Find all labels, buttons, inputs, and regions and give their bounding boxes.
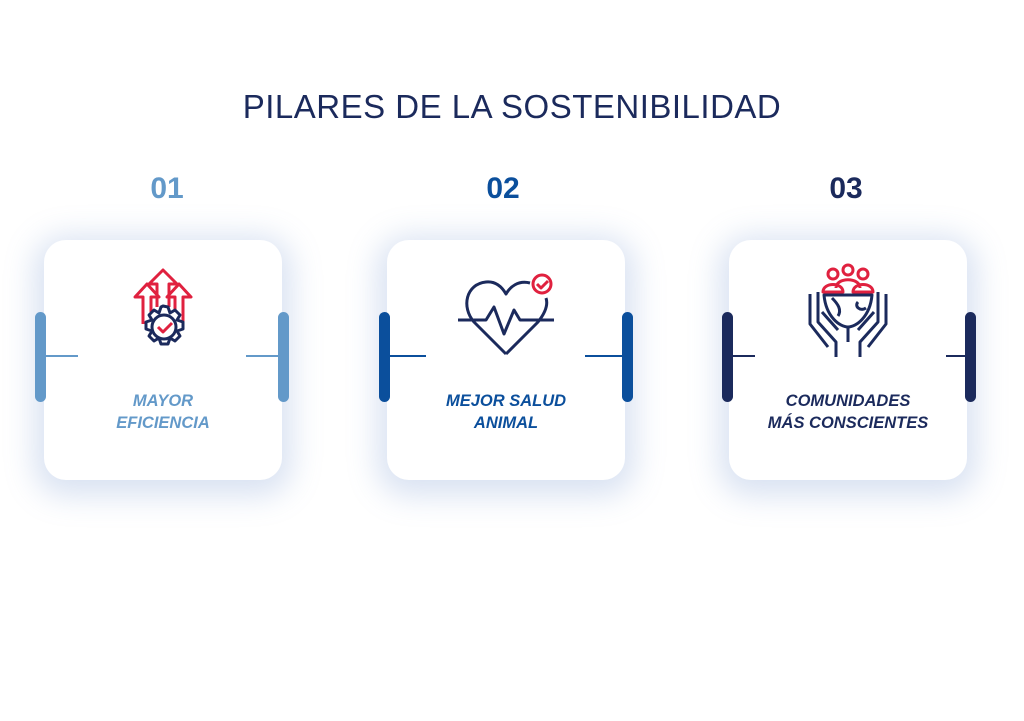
pillar-number: 02: [486, 172, 520, 205]
pillar-number: 03: [829, 172, 863, 205]
heart-pulse-check-icon: [458, 273, 554, 356]
pillar-label: MAYOR EFICIENCIA: [44, 390, 282, 434]
left-bracket-bar: [379, 312, 390, 402]
right-connector-line: [246, 355, 278, 357]
pillar-label-line2: MÁS CONSCIENTES: [767, 414, 929, 432]
pillar-number: 01: [150, 172, 184, 205]
page-title: PILARES DE LA SOSTENIBILIDAD: [242, 88, 782, 125]
left-connector-line: [733, 355, 755, 357]
pillar-label: COMUNIDADES MÁS CONSCIENTES: [729, 390, 967, 434]
pillar-label-line1: MEJOR SALUD: [445, 392, 567, 410]
pillar-label-line1: COMUNIDADES: [785, 392, 911, 410]
right-bracket-bar: [622, 312, 633, 402]
left-bracket-bar: [722, 312, 733, 402]
pillar-label-line2: EFICIENCIA: [116, 414, 210, 432]
gear-arrows-check-icon: [133, 268, 193, 346]
pillar-card-eficiencia: MAYOR EFICIENCIA: [44, 240, 282, 480]
hands-globe-people-icon: [808, 263, 888, 357]
right-connector-line: [585, 355, 622, 357]
pillar-card-comunidades: COMUNIDADES MÁS CONSCIENTES: [729, 240, 967, 480]
left-connector-line: [46, 355, 78, 357]
right-connector-line: [946, 355, 965, 357]
left-bracket-bar: [35, 312, 46, 402]
pillar-label-line2: ANIMAL: [473, 414, 539, 432]
pillar-label: MEJOR SALUD ANIMAL: [387, 390, 625, 434]
pillar-card-salud-animal: MEJOR SALUD ANIMAL: [387, 240, 625, 480]
left-connector-line: [390, 355, 426, 357]
right-bracket-bar: [965, 312, 976, 402]
pillar-label-line1: MAYOR: [132, 392, 194, 410]
right-bracket-bar: [278, 312, 289, 402]
